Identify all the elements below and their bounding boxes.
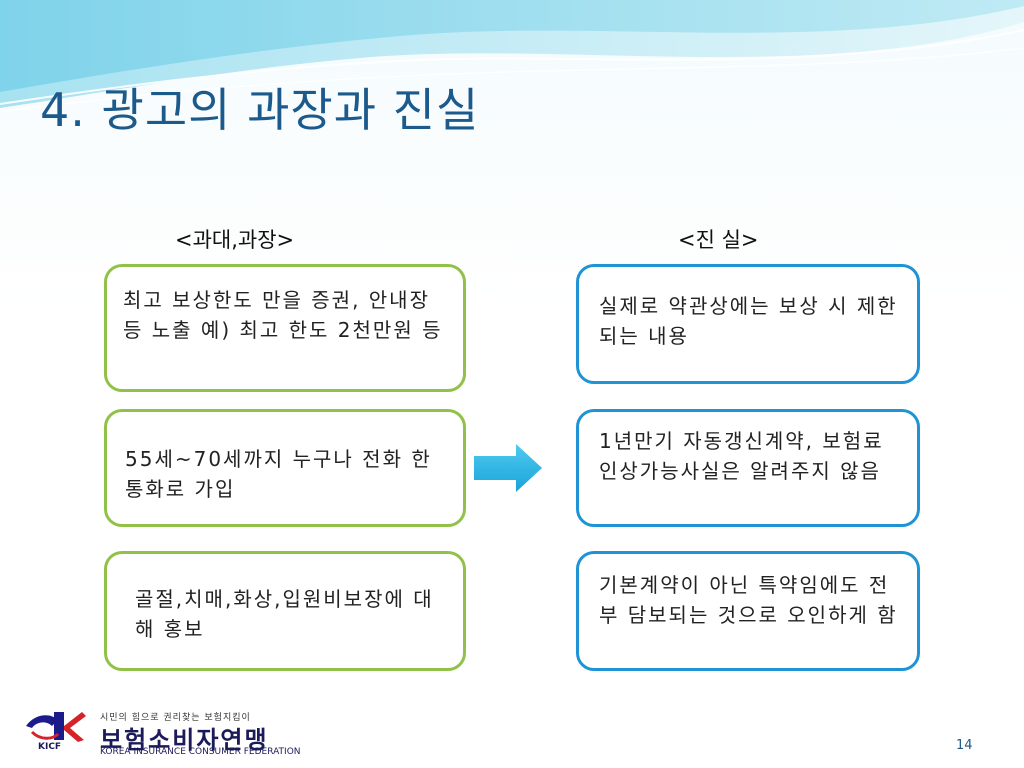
exaggeration-text-1: 최고 보상한도 만을 증권, 안내장 등 노출 예) 최고 한도 2천만원 등 xyxy=(123,288,443,342)
right-column-header: <진 실> xyxy=(678,228,759,252)
organization-logo: KICF 시민의 힘으로 권리찾는 보험지킴이 보험소비자연맹 KOREA IN… xyxy=(24,706,324,762)
exaggeration-text-3: 골절,치매,화상,입원비보장에 대해 홍보 xyxy=(135,587,434,641)
right-arrow-icon xyxy=(474,444,542,492)
truth-box-1: 실제로 약관상에는 보상 시 제한되는 내용 xyxy=(576,264,920,384)
logo-slogan: 시민의 힘으로 권리찾는 보험지킴이 xyxy=(100,713,251,723)
background-waves xyxy=(0,0,1024,113)
page-number: 14 xyxy=(956,738,973,753)
exaggeration-text-2: 55세~70세까지 누구나 전화 한 통화로 가입 xyxy=(125,447,432,501)
truth-text-3: 기본계약이 아닌 특약임에도 전부 담보되는 것으로 오인하게 함 xyxy=(599,573,898,627)
truth-box-2: 1년만기 자동갱신계약, 보험료인상가능사실은 알려주지 않음 xyxy=(576,409,920,527)
truth-box-3: 기본계약이 아닌 특약임에도 전부 담보되는 것으로 오인하게 함 xyxy=(576,551,920,671)
left-column-header: <과대,과장> xyxy=(175,228,295,252)
logo-org-name: 보험소비자연맹 xyxy=(100,726,269,754)
exaggeration-box-1: 최고 보상한도 만을 증권, 안내장 등 노출 예) 최고 한도 2천만원 등 xyxy=(104,264,466,392)
slide-title: 4. 광고의 과장과 진실 xyxy=(40,83,480,137)
logo-abbreviation: KICF xyxy=(38,742,62,752)
truth-text-2: 1년만기 자동갱신계약, 보험료인상가능사실은 알려주지 않음 xyxy=(599,429,884,483)
exaggeration-box-3: 골절,치매,화상,입원비보장에 대해 홍보 xyxy=(104,551,466,671)
logo-org-name-english: KOREA INSURANCE CONSUMER FEDERATION xyxy=(100,747,301,757)
kicf-logo-icon xyxy=(26,712,86,742)
truth-text-1: 실제로 약관상에는 보상 시 제한되는 내용 xyxy=(599,294,898,348)
exaggeration-box-2: 55세~70세까지 누구나 전화 한 통화로 가입 xyxy=(104,409,466,527)
